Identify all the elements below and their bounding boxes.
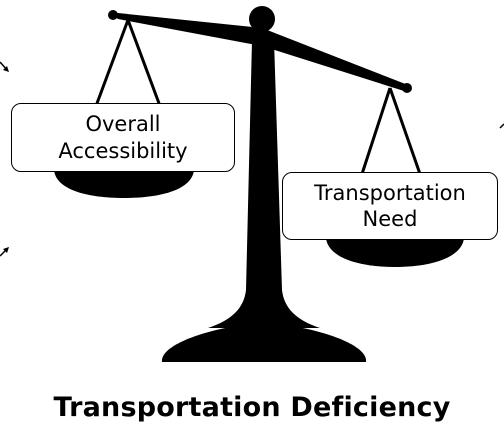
- beam-left-end: [108, 10, 118, 20]
- scale-column: [208, 40, 320, 328]
- left-label-line1: Overall: [85, 112, 161, 137]
- scale-beam: [113, 13, 408, 91]
- scale-top-knob: [249, 6, 275, 32]
- right-pan-bowl: [326, 238, 464, 267]
- transportation-need-label: Transportation Need: [282, 172, 498, 240]
- left-pan-bowl: [54, 170, 194, 198]
- right-pan-strings: [360, 87, 422, 175]
- right-edge-mark: [499, 123, 504, 129]
- scale-base: [161, 326, 367, 362]
- left-label-line2: Accessibility: [58, 138, 188, 163]
- diagram-caption: Transportation Deficiency: [53, 392, 451, 423]
- right-label-line2: Need: [362, 207, 418, 231]
- left-pan-strings: [94, 19, 162, 107]
- right-label-line1: Transportation: [314, 180, 466, 205]
- left-arrow-top-head: [3, 66, 9, 72]
- beam-right-end: [402, 83, 412, 93]
- left-arrow-bottom-head: [3, 247, 9, 253]
- overall-accessibility-label: Overall Accessibility: [11, 103, 235, 172]
